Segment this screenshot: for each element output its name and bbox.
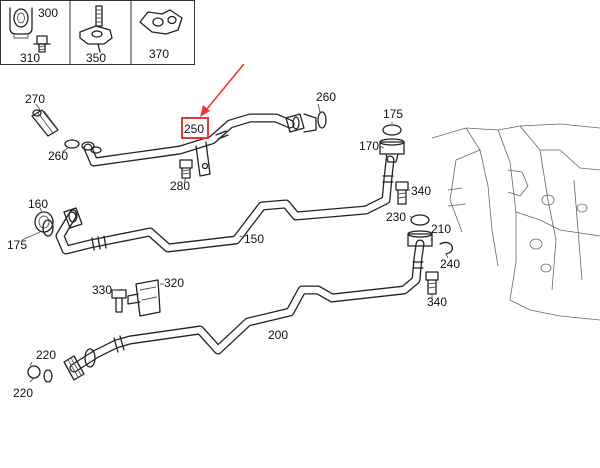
seal-260-right[interactable]: [317, 111, 327, 129]
label-270: 270: [25, 92, 45, 106]
label-230: 230: [386, 210, 406, 224]
label-350: 350: [86, 51, 106, 65]
line-200[interactable]: [69, 239, 425, 373]
seal-260-left[interactable]: [64, 139, 80, 149]
label-160: 160: [28, 197, 48, 211]
fitting-220[interactable]: [63, 348, 96, 381]
fitting-270[interactable]: [31, 109, 59, 137]
label-170: 170: [359, 139, 379, 153]
label-300: 300: [38, 6, 58, 20]
label-330: 330: [92, 283, 112, 297]
leader-lines: [21, 103, 449, 383]
label-220-lower: 220: [13, 386, 33, 400]
bolt-340-lower[interactable]: [425, 271, 439, 295]
seal-230[interactable]: [410, 214, 430, 226]
label-340-lower: 340: [427, 295, 447, 309]
label-175-left: 175: [7, 238, 27, 252]
label-210: 210: [431, 222, 451, 236]
bolt-340-upper[interactable]: [395, 181, 409, 205]
fitting-250-right: [285, 113, 317, 133]
label-200: 200: [268, 328, 288, 342]
bracket-320[interactable]: [127, 279, 161, 317]
fitting-210[interactable]: [407, 230, 433, 247]
label-150: 150: [244, 232, 264, 246]
seal-220-lower[interactable]: [43, 369, 53, 383]
seal-175-right[interactable]: [382, 124, 402, 136]
label-370: 370: [149, 47, 169, 61]
fitting-170[interactable]: [379, 138, 405, 163]
seal-175-left[interactable]: [42, 219, 54, 237]
inset-clip-370[interactable]: [139, 9, 183, 35]
line-150[interactable]: [55, 155, 395, 255]
bolt-280[interactable]: [179, 159, 193, 179]
label-240: 240: [440, 257, 460, 271]
label-175-right: 175: [383, 107, 403, 121]
inset-panel: [0, 0, 195, 65]
bolt-330[interactable]: [111, 289, 127, 313]
clip-240[interactable]: [439, 241, 454, 255]
highlight-box[interactable]: [181, 117, 209, 139]
inset-bolt-310[interactable]: [33, 35, 51, 53]
label-260-right: 260: [316, 90, 336, 104]
label-320: 320: [164, 276, 184, 290]
fitting-250-left: [81, 141, 102, 154]
seal-220-upper[interactable]: [27, 365, 41, 379]
label-260-left: 260: [48, 149, 68, 163]
inset-clamp-300[interactable]: [9, 7, 33, 39]
label-340-upper: 340: [411, 184, 431, 198]
inset-bracket-350[interactable]: [79, 5, 113, 53]
line-250[interactable]: [83, 113, 295, 177]
label-310: 310: [20, 51, 40, 65]
label-280: 280: [170, 179, 190, 193]
label-220-upper: 220: [36, 348, 56, 362]
label-250: 250: [184, 122, 204, 136]
transmission-housing: [431, 123, 600, 321]
highlight-arrow: [200, 63, 245, 117]
